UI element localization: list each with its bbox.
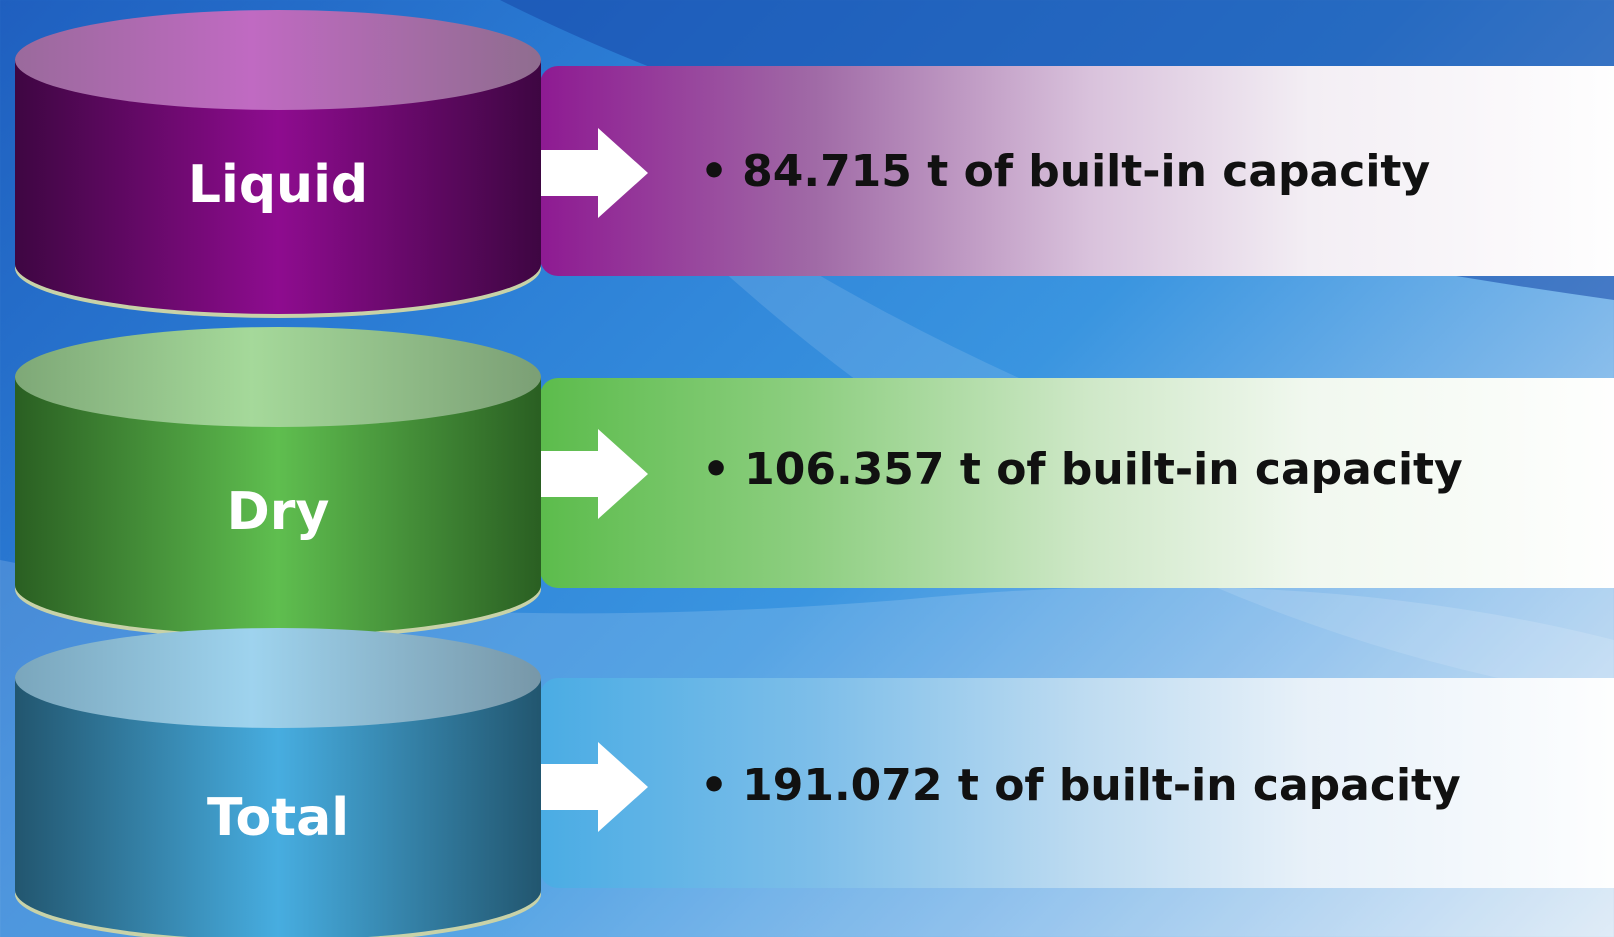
liquid-value: • 84.715 t of built-in capacity: [700, 146, 1430, 197]
liquid-value-text: 84.715 t of built-in capacity: [742, 146, 1431, 197]
total-cylinder: [15, 628, 541, 937]
right-arrow-icon: [540, 429, 648, 519]
liquid-label: Liquid: [187, 155, 369, 215]
dry-value: • 106.357 t of built-in capacity: [702, 444, 1463, 495]
bullet-icon: •: [702, 444, 731, 495]
liquid-panel: [540, 66, 1614, 276]
total-value-text: 191.072 t of built-in capacity: [742, 760, 1461, 811]
total-label: Total: [206, 788, 350, 848]
dry-label: Dry: [226, 482, 330, 542]
dry-cylinder: [15, 327, 541, 639]
dry-panel: [540, 378, 1614, 588]
total-panel: [540, 678, 1614, 888]
right-arrow-icon: [540, 742, 648, 832]
dry-value-text: 106.357 t of built-in capacity: [744, 444, 1463, 495]
liquid-cylinder: [15, 10, 541, 318]
total-value: • 191.072 t of built-in capacity: [700, 760, 1461, 811]
right-arrow-icon: [540, 128, 648, 218]
bullet-icon: •: [700, 760, 729, 811]
bullet-icon: •: [700, 146, 729, 197]
